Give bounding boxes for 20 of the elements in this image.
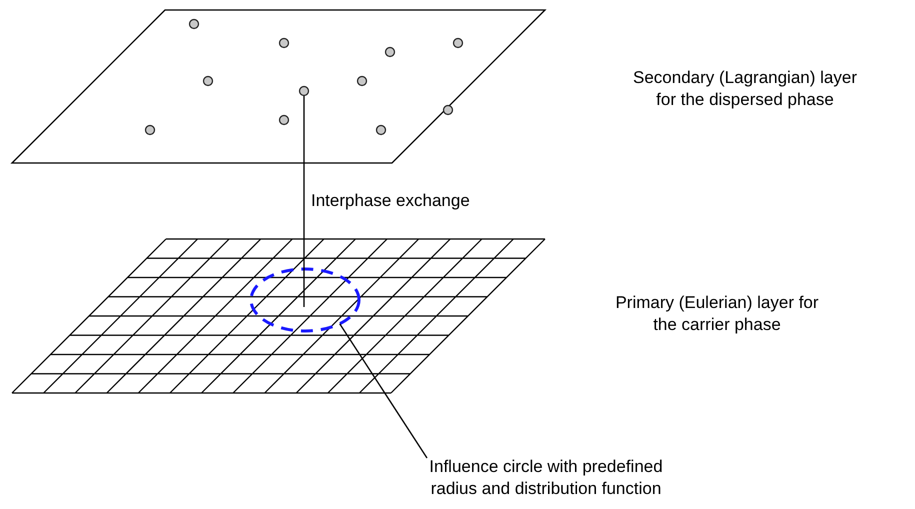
annotation-text: Influence circle with predefined radius and distribution function	[412, 456, 680, 500]
particle	[278, 114, 290, 126]
particle	[442, 104, 454, 116]
particle	[298, 86, 310, 96]
grid-plane	[12, 239, 545, 393]
particle	[356, 76, 368, 86]
layer-label: Primary (Eulerian) layer for the carrier phase	[614, 292, 820, 336]
connector-line	[303, 96, 305, 307]
leader-line	[339, 323, 428, 458]
layer-label: Secondary (Lagrangian) layer for the dispersed phase	[632, 67, 858, 111]
particle	[278, 38, 290, 48]
layer-plane	[12, 10, 545, 163]
particle	[452, 38, 464, 48]
influence-circle	[250, 268, 360, 332]
particle	[376, 124, 386, 136]
edge-label: Interphase exchange	[311, 190, 470, 212]
particle	[202, 76, 214, 86]
particle	[144, 124, 156, 136]
particle	[384, 46, 396, 58]
particle	[188, 18, 200, 30]
